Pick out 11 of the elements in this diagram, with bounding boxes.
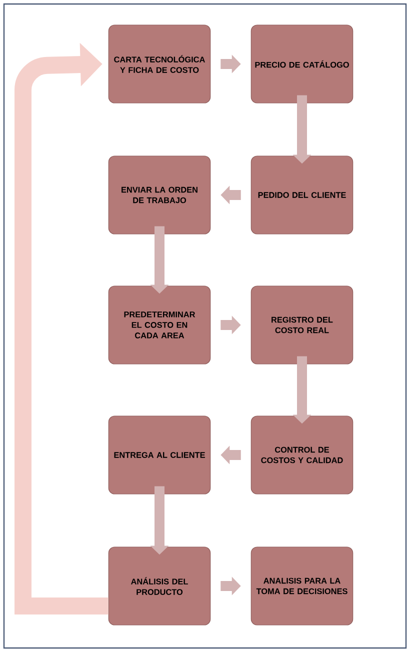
process-box: PREDETERMINAR EL COSTO EN CADA AREA <box>108 286 211 364</box>
process-box: ANÁLISIS DEL PRODUCTO <box>108 546 211 626</box>
process-box: CARTA TECNOLÓGICA Y FICHA DE COSTO <box>108 24 211 104</box>
process-box: ENTREGA AL CLIENTE <box>108 416 211 494</box>
process-box: REGISTRO DEL COSTO REAL <box>250 286 354 364</box>
process-box: ANALISIS PARA LA TOMA DE DECISIONES <box>250 546 354 626</box>
process-box: ENVIAR LA ORDEN DE TRABAJO <box>108 156 211 234</box>
process-box: PRECIO DE CATÁLOGO <box>250 24 354 104</box>
process-box: CONTROL DE COSTOS Y CALIDAD <box>250 416 354 494</box>
process-box: PEDIDO DEL CLIENTE <box>250 156 354 234</box>
feedback-arrow <box>14 42 108 614</box>
